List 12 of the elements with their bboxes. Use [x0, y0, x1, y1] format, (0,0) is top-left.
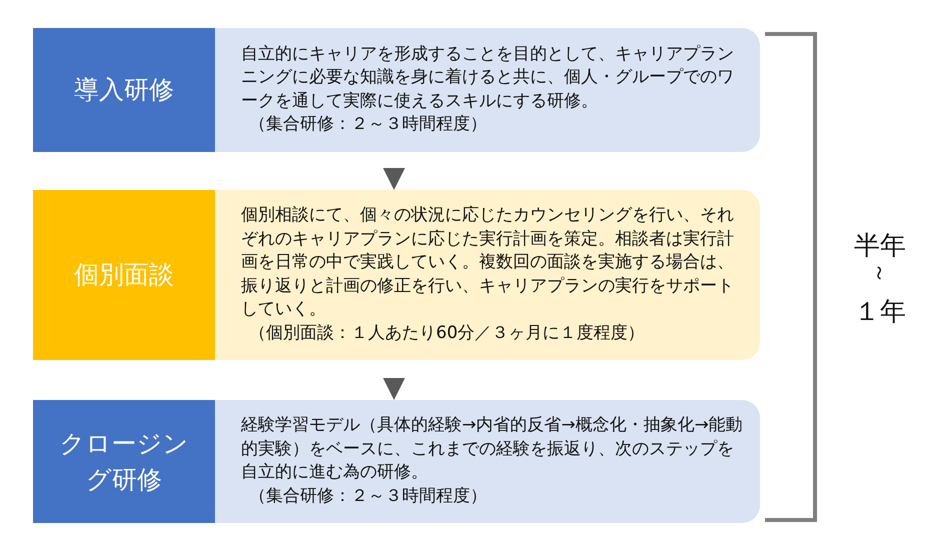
duration-label: 半年: [853, 230, 907, 263]
duration-label: ～: [866, 261, 893, 286]
stage-box: 導入研修: [33, 28, 215, 152]
description-text: 自立的にキャリアを形成することを目的として、キャリアプランニングに必要な知識を身に着けると共に、個人・グループでのワークを通して実際に使えるスキルにする研修。: [241, 42, 735, 112]
duration-note: （個別面談：１人あたり60分／３ヶ月に１度程度）: [248, 322, 646, 344]
duration-label: １年: [853, 296, 907, 329]
stage-box: クロージング研修: [33, 400, 215, 523]
description-text: 個別相談にて、個々の状況に応じたカウンセリングを行い、それぞれのキャリアプランに応じた実行計画を策定。相談者は実行計画を日常の中で実践していく。複数回の面談を実施する場合は、振り返りと計画の修正を行い、キャリアプランの実行をサポートしていく。: [241, 204, 735, 321]
duration-note: （集合研修：２～３時間程度）: [248, 113, 488, 136]
description-text: 経験学習モデル（具体的経験→内省的反省→概念化・抽象化→能動的実験）をベースに、これまでの経験を振返り、次のステップを自立的に進む為の研修。: [241, 414, 744, 484]
stage-box: 個別面談: [33, 190, 215, 360]
duration-note: （集合研修：２～３時間程度）: [248, 484, 488, 508]
